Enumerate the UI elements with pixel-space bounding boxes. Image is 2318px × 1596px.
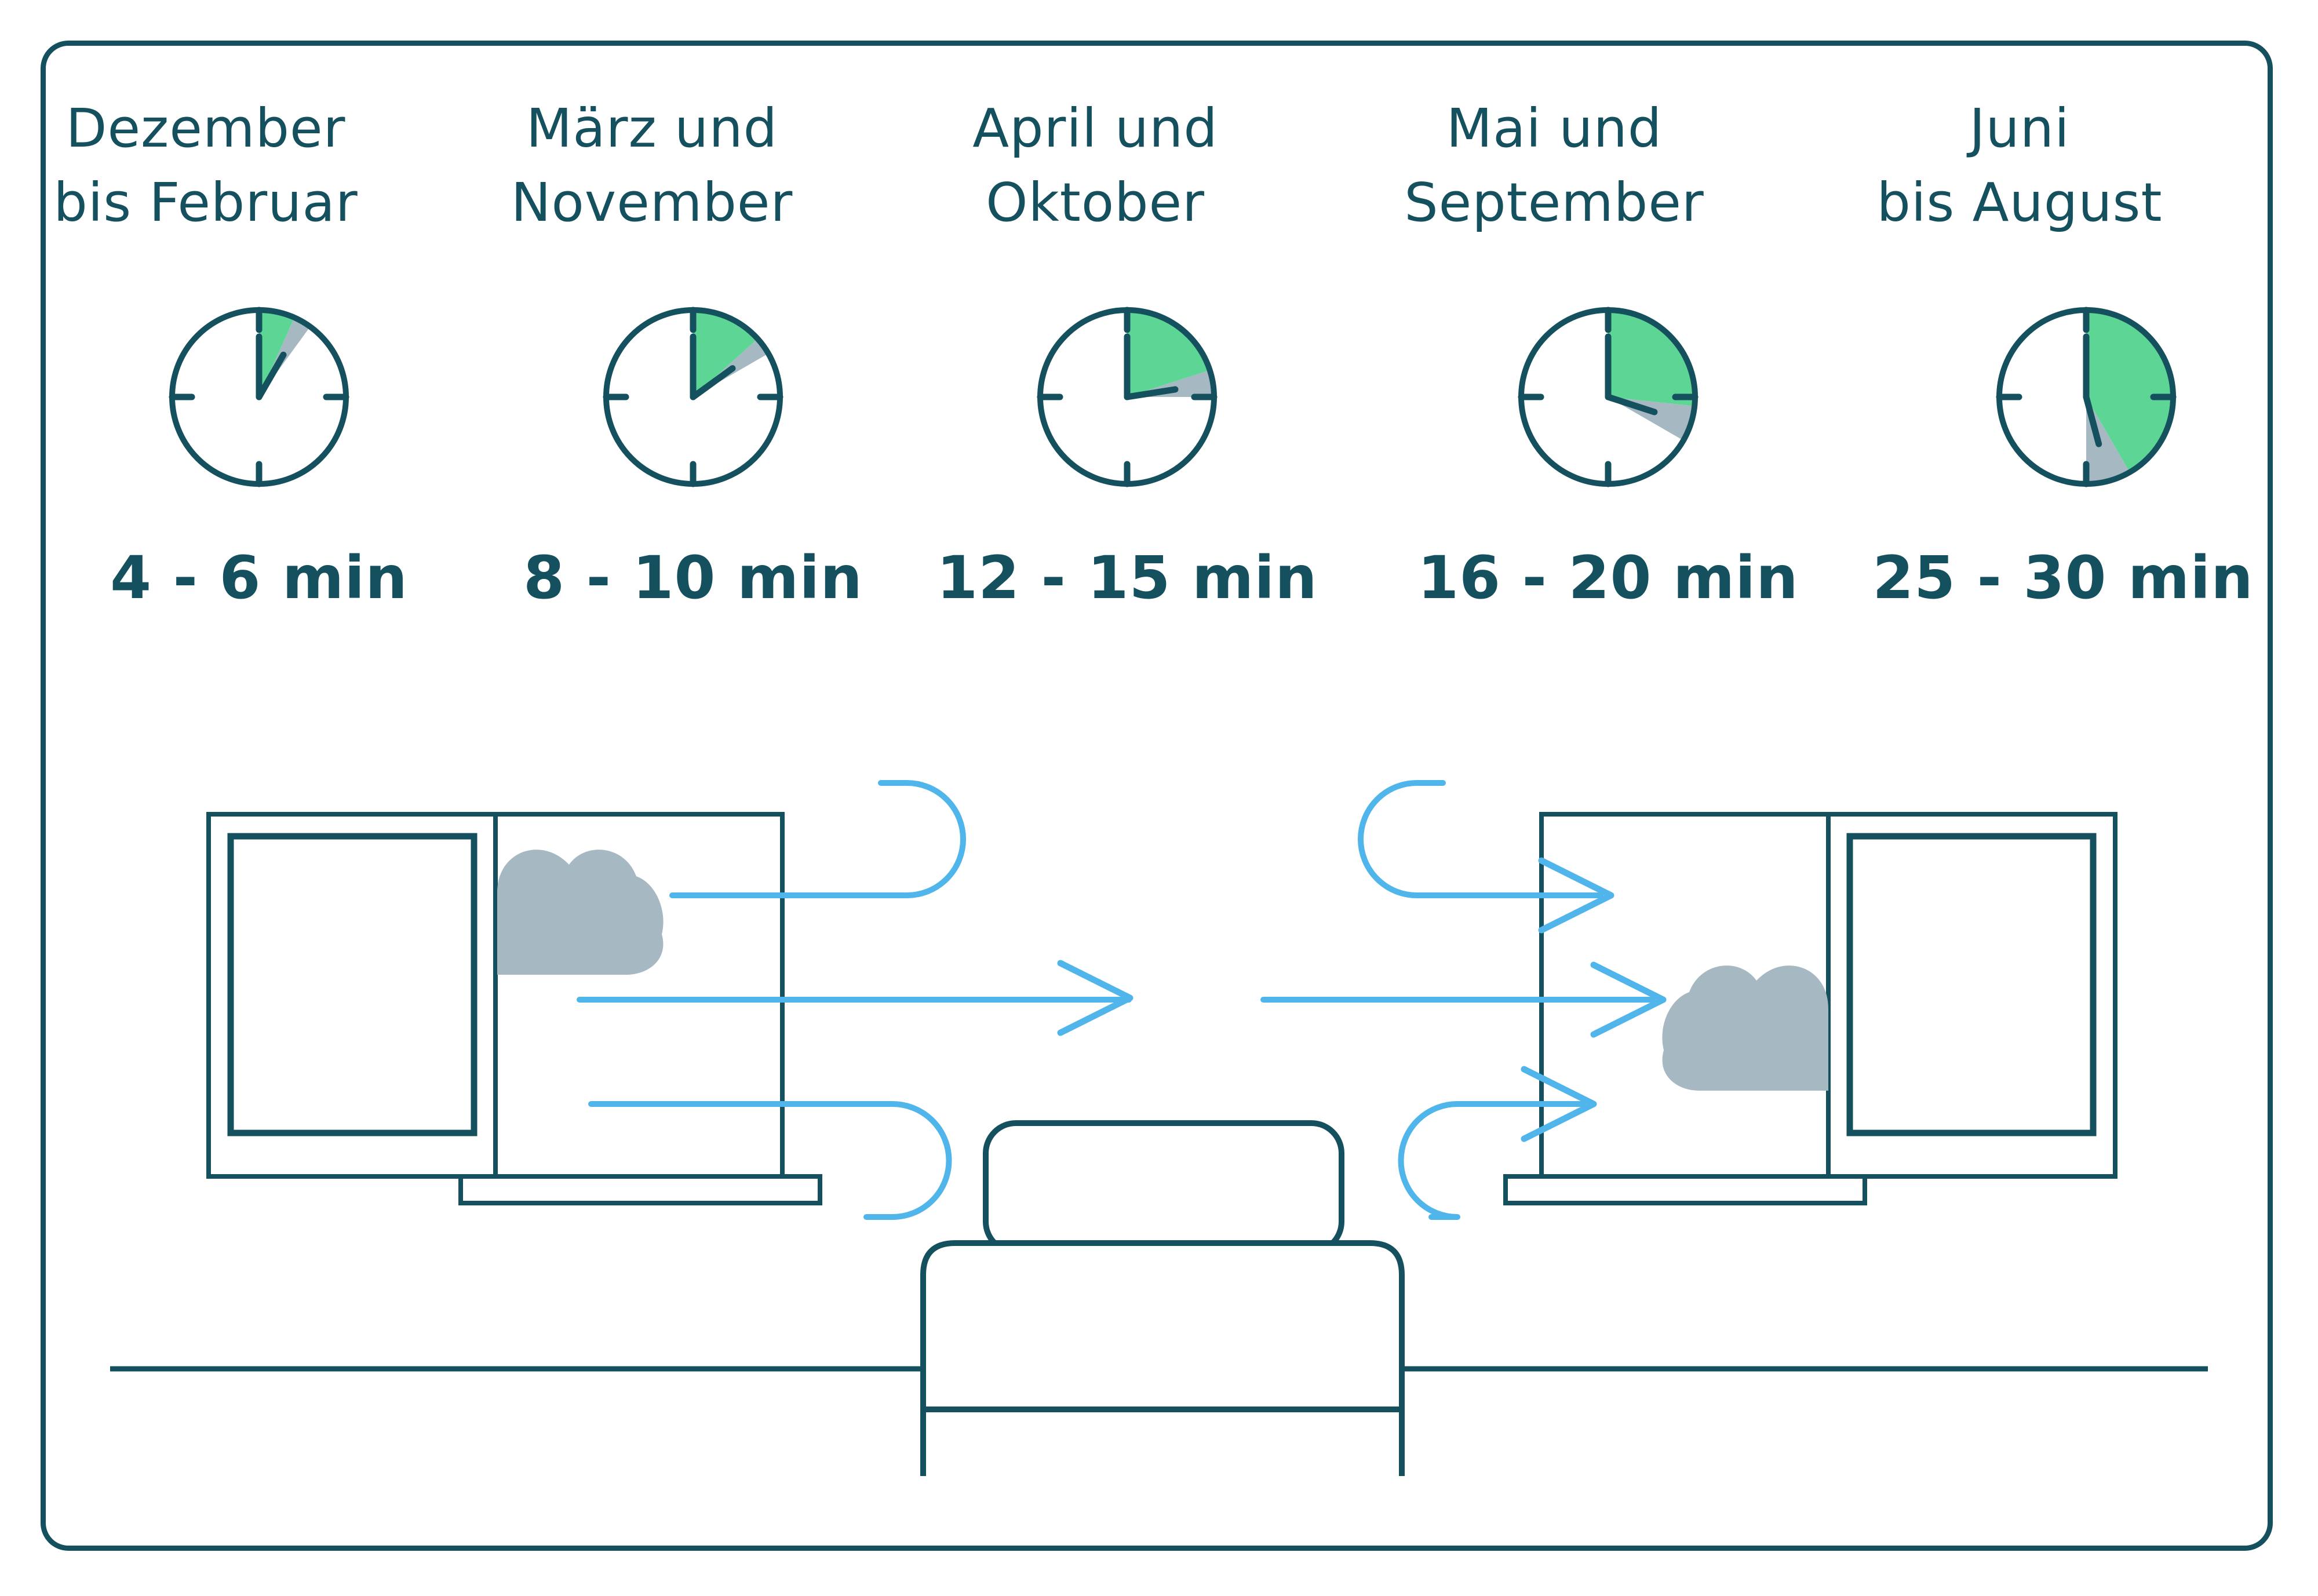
wind-curl-icon-top-left [669, 780, 966, 898]
month-label-2-line1: März und [526, 97, 778, 159]
month-label-1-line1: Dezember [65, 97, 346, 159]
duration-label-5: 25 - 30 min [1872, 544, 2254, 613]
month-label-3-line1: April und [972, 97, 1218, 159]
wind-curl-icon-bottom-right [1398, 1101, 1586, 1220]
arrowhead-icon-top-right [1538, 857, 1614, 934]
wind-curl-icon-bottom-left [588, 1101, 952, 1220]
arrowhead-icon-middle-left [1057, 960, 1134, 1036]
duration-label-4: 16 - 20 min [1417, 544, 1799, 613]
month-label-5-line1: Juni [1969, 97, 2070, 159]
clock-2-green-sector [693, 311, 757, 397]
clock-icon-3 [1037, 307, 1218, 487]
right-window-sill [1503, 1174, 1867, 1205]
month-label-5: Juni bis August [1730, 92, 2309, 240]
right-window [1503, 812, 2117, 1205]
left-window [206, 812, 822, 1205]
duration-label-3: 12 - 15 min [936, 544, 1318, 613]
month-label-3: April und Oktober [806, 92, 1385, 240]
clock-3-minute-hand [1124, 386, 1179, 400]
arrowhead-icon-bottom-right [1521, 1066, 1597, 1142]
cloud-icon-right [1662, 965, 1828, 1091]
right-window-closed-sash [1846, 833, 2097, 1136]
month-label-1: Dezember bis Februar [0, 92, 495, 240]
clock-1-minute-hand [256, 351, 287, 400]
month-label-4-line1: Mai und [1446, 97, 1663, 159]
wind-arrows [577, 780, 1667, 1220]
clock-3-gray-sector [1127, 370, 1213, 397]
clock-icon-2 [603, 307, 783, 487]
month-label-2: März und November [362, 92, 942, 240]
clock-4-green-sector [1608, 311, 1694, 406]
duration-label-1: 4 - 6 min [110, 544, 408, 613]
wind-curl-icon-top-right [1358, 780, 1603, 898]
clock-4-minute-hand [1605, 393, 1658, 416]
month-label-1-line2: bis Februar [53, 172, 358, 234]
bed-icon [920, 1120, 1405, 1476]
month-label-2-line2: November [511, 172, 793, 234]
arrowhead-icon-middle-right [1590, 961, 1667, 1038]
outer-border [41, 41, 2273, 1551]
clock-5-gray-sector [2086, 397, 2130, 483]
month-label-4: Mai und September [1264, 92, 1844, 240]
month-label-4-line2: September [1404, 172, 1704, 234]
clock-4-gray-sector [1608, 397, 1694, 440]
clock-3-green-sector [1127, 311, 1209, 397]
clock-5-minute-hand [2083, 393, 2102, 447]
month-label-5-line2: bis August [1876, 172, 2163, 234]
clock-icon-5 [1996, 307, 2177, 487]
month-label-3-line2: Oktober [986, 172, 1205, 234]
bed-headboard [983, 1120, 1344, 1255]
duration-label-2: 8 - 10 min [523, 544, 863, 613]
left-window-sill [458, 1174, 822, 1205]
left-window-closed-sash [227, 833, 478, 1136]
clock-2-minute-hand [690, 365, 736, 400]
clock-1-green-sector [259, 311, 294, 397]
clock-icon-1 [169, 307, 349, 487]
cloud-icon-left [497, 850, 664, 975]
bed-mattress [920, 1240, 1405, 1476]
clock-icon-4 [1518, 307, 1699, 487]
clock-5-green-sector [2086, 311, 2173, 472]
